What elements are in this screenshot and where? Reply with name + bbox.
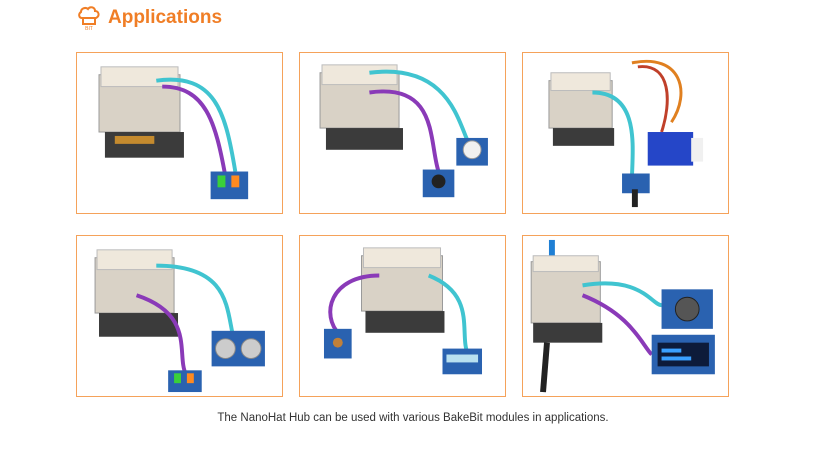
gallery-caption: The NanoHat Hub can be used with various… <box>217 412 609 424</box>
servo-motor <box>647 132 694 166</box>
led-module <box>210 171 249 200</box>
tile-light-sensor-bar <box>299 235 506 397</box>
page-title: Applications <box>108 7 223 28</box>
tile-led-module <box>76 52 283 214</box>
application-gallery <box>76 52 760 400</box>
section-header: BIT Applications <box>78 0 222 36</box>
chef-hat-icon: BIT <box>78 5 100 32</box>
tile-servo-rotary <box>522 52 729 214</box>
tile-button-modules <box>299 52 506 214</box>
svg-text:BIT: BIT <box>85 26 93 31</box>
tile-ultrasonic-led <box>76 235 283 397</box>
nanopi-board <box>104 132 184 158</box>
tile-joystick-oled <box>522 235 729 397</box>
